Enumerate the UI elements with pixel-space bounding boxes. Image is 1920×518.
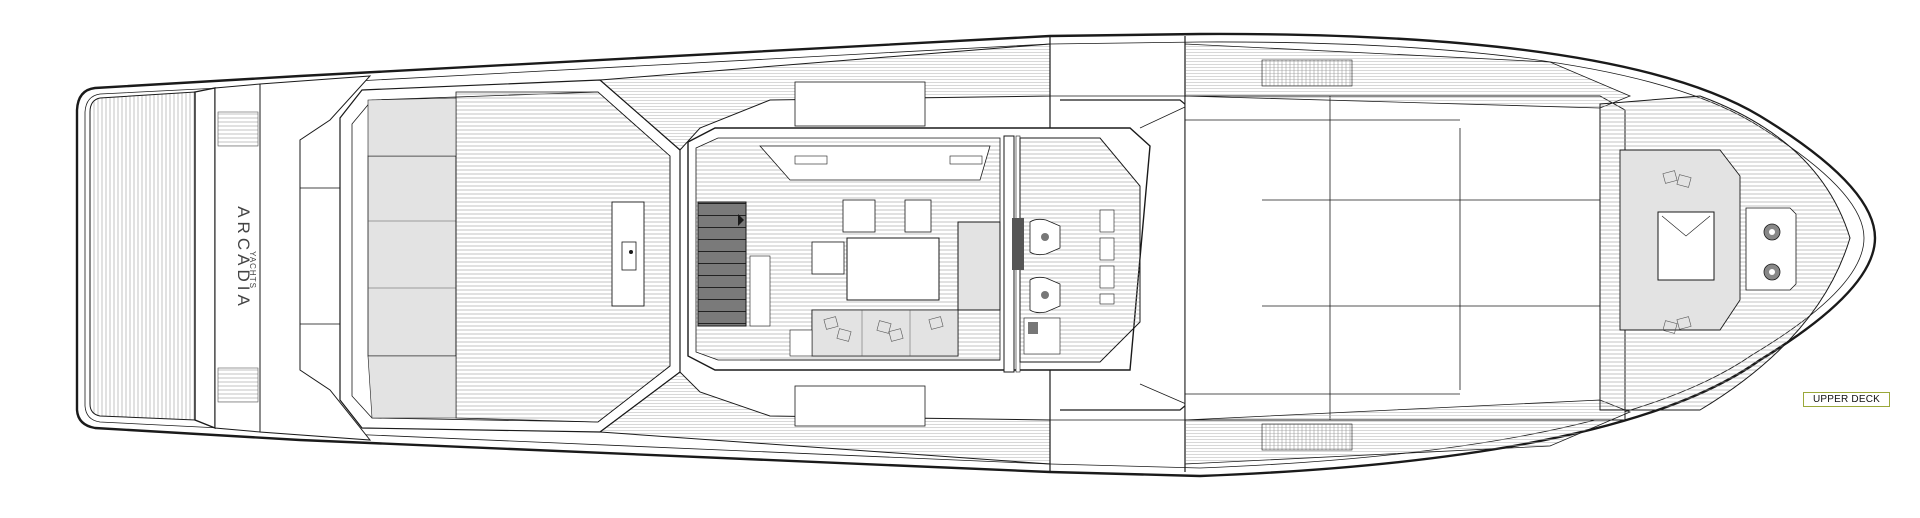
aft-sun-pad (339, 79, 681, 433)
aft-cockpit (259, 75, 372, 441)
transom: ARCADIA YACHTS (214, 83, 261, 433)
side-decks (598, 36, 1051, 472)
foredeck (1184, 43, 1632, 465)
helm-station (1012, 137, 1141, 363)
brand-logo: ARCADIA (234, 206, 253, 310)
swim-platform (89, 87, 216, 430)
deck-label: UPPER DECK (1803, 392, 1890, 407)
brand-logo-sub: YACHTS (248, 251, 257, 289)
bow-lounge (1599, 95, 1851, 411)
